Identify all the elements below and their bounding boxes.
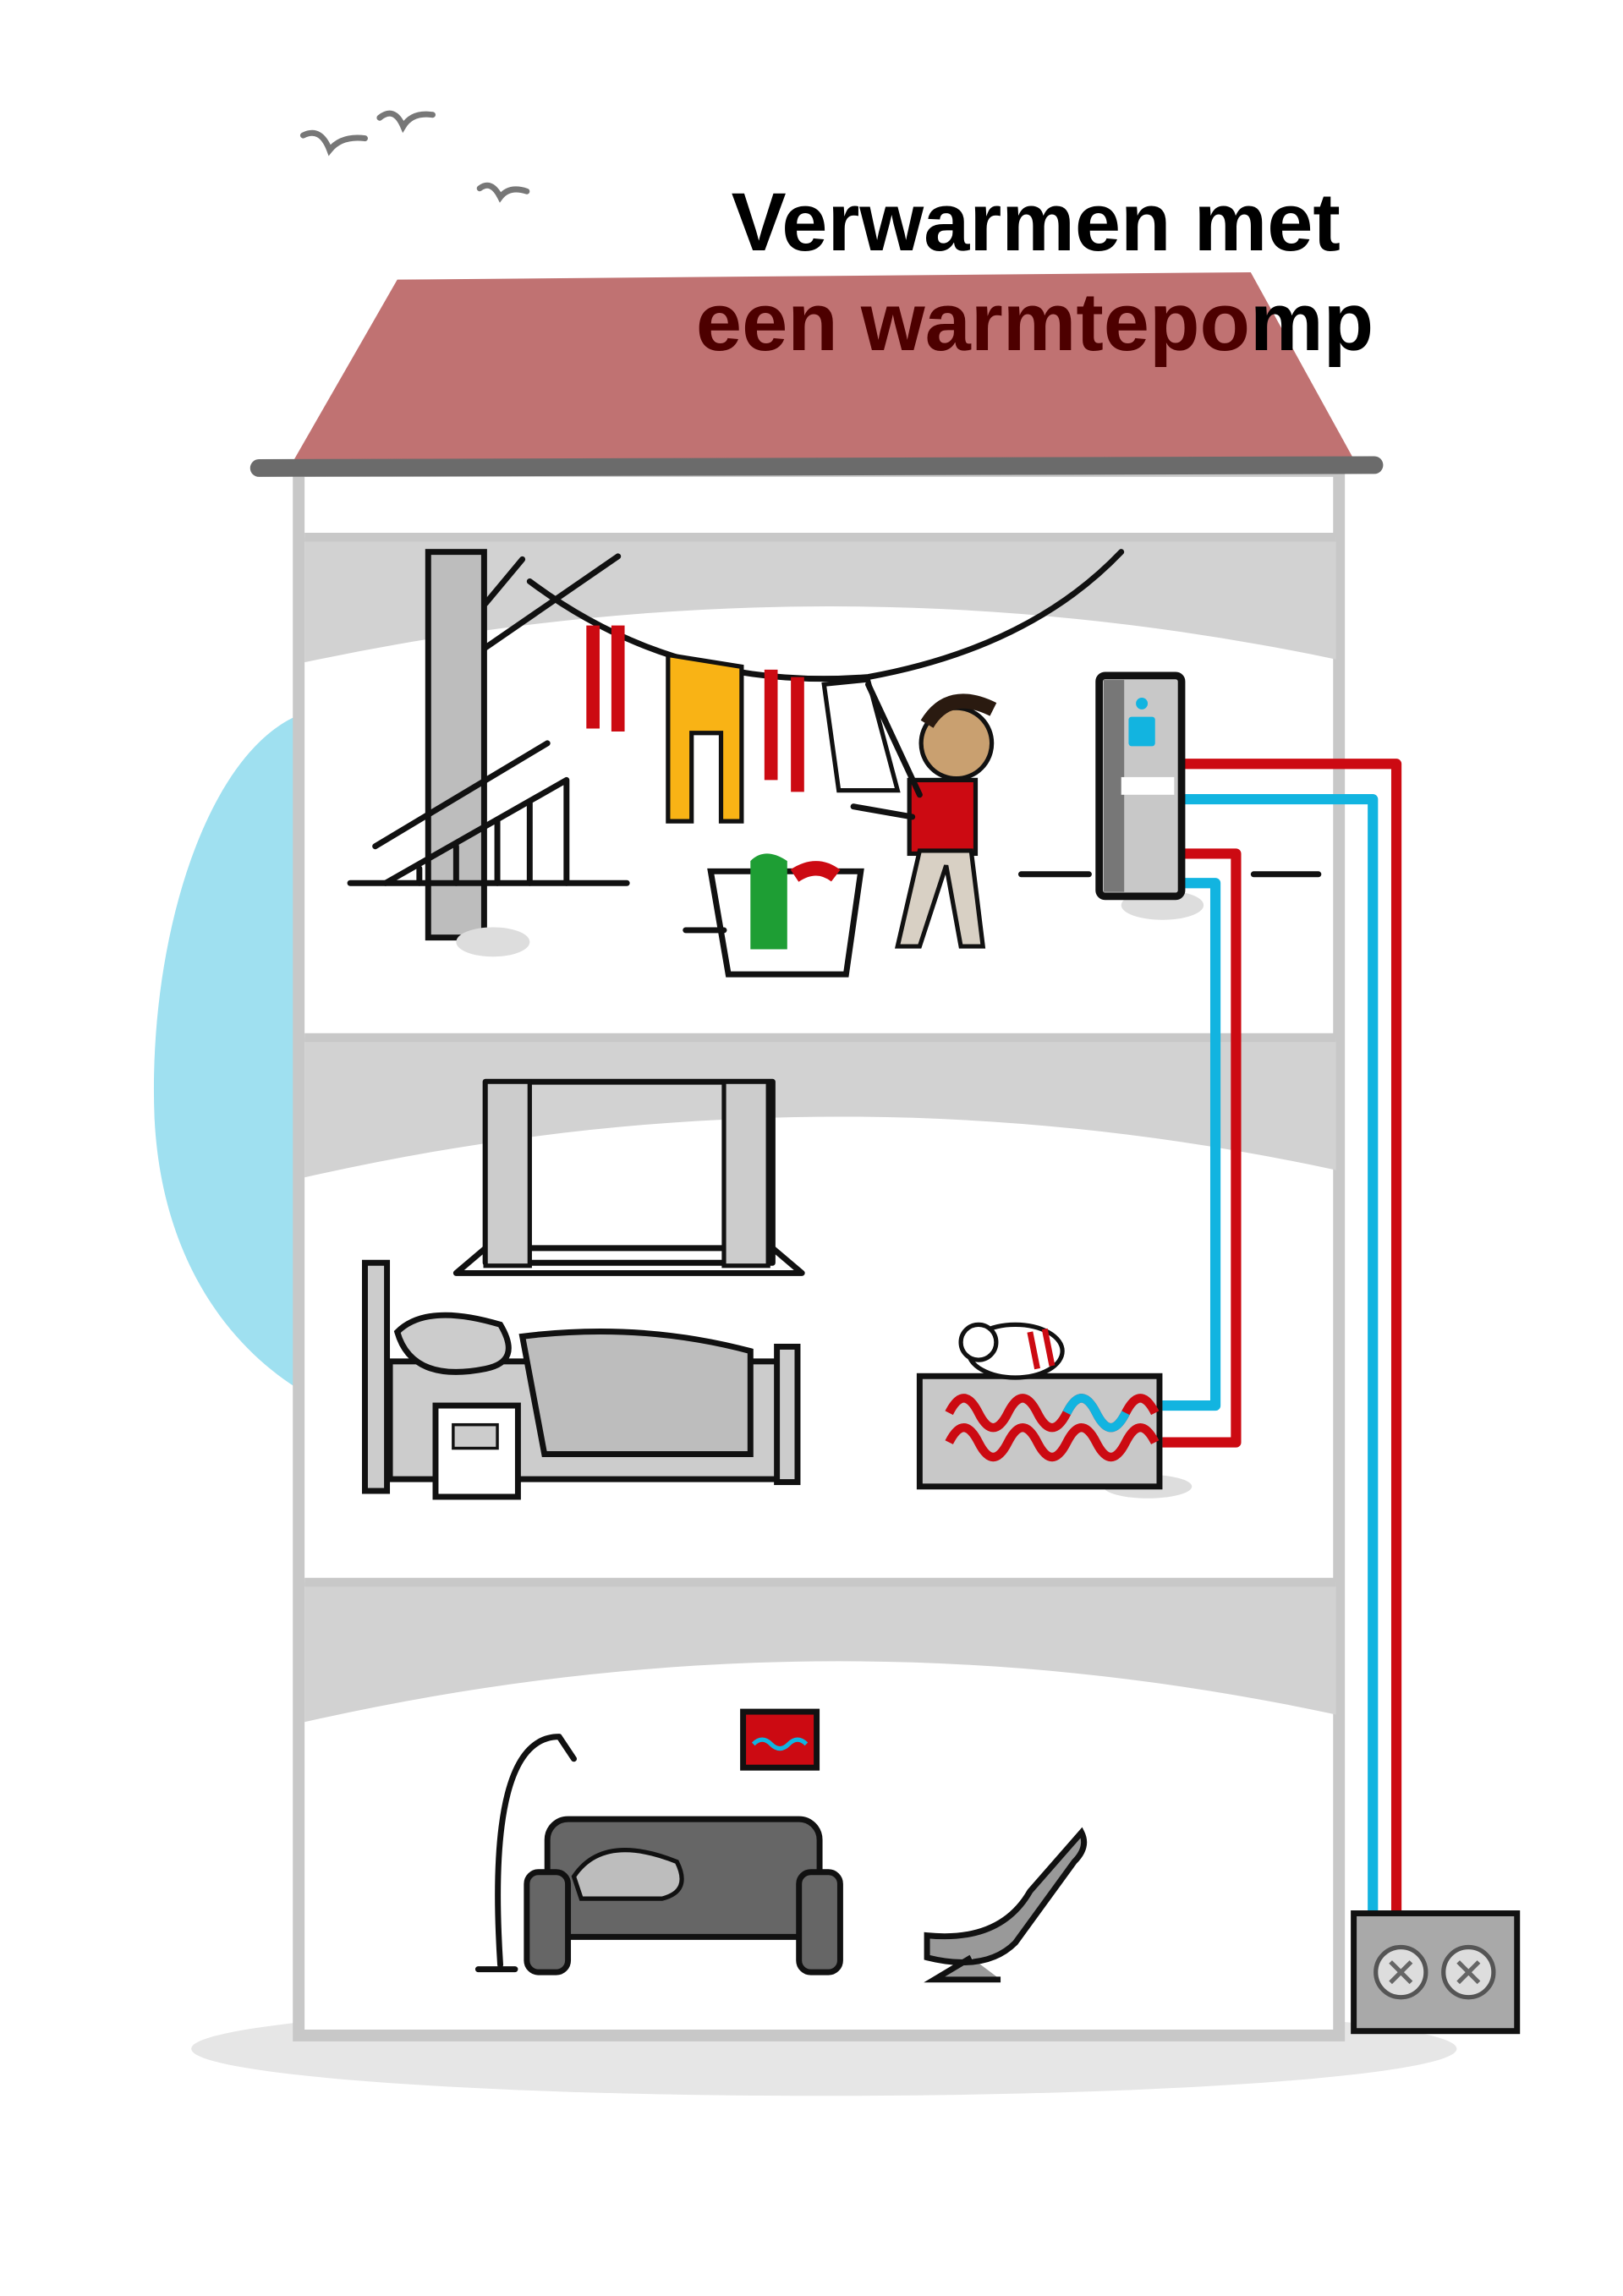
birds-icon [299,110,530,203]
title-line-2-part-1: een warmtepo [696,276,1250,368]
hot-pipe-outdoor [1184,759,1402,1921]
heat-pump-indoor-unit-icon [1095,671,1204,920]
laundry-basket [683,853,864,978]
staircase [372,740,570,886]
cat-icon [958,1322,1065,1380]
roof-eave [249,456,1384,477]
floor-lamp [474,1734,578,1973]
cold-pipe-outdoor [1184,793,1379,1921]
ceiling-bands [304,537,1336,1723]
lounge-chair [924,1827,1088,1983]
cold-air-blob [153,714,310,1395]
attic-floor [347,549,1322,978]
wall-painting [740,1708,820,1771]
window [452,1078,805,1276]
title-line-1: Verwarmen met [732,176,1341,268]
living-room-floor [474,1708,1088,1983]
bed [361,1259,801,1500]
person-hanging-laundry-icon [850,681,997,949]
pipes [1162,759,1402,1921]
bedroom-floor [361,1078,1193,1500]
outdoor-heat-pump-icon [1351,1910,1521,2035]
laundry [586,625,901,824]
radiator-icon [916,1373,1193,1499]
hot-pipe-radiator [1162,848,1242,1448]
title-line-2-part-2: mp [1250,276,1374,368]
cold-pipe-radiator [1162,878,1221,1411]
roof [293,271,1354,459]
title-line-2: een warmtepomp [696,276,1374,368]
sofa [524,1816,843,1975]
